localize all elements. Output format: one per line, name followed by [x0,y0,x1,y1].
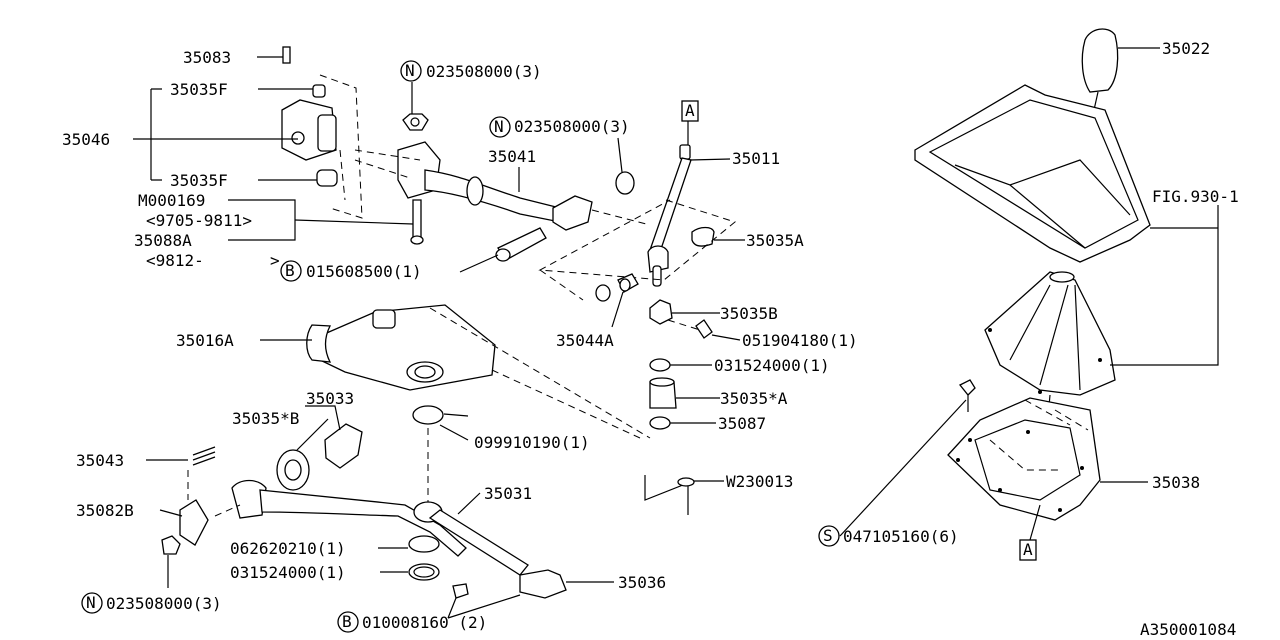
shift-lever-35011 [538,144,737,302]
label-n-023508000-top: 023508000(3) [426,62,542,81]
label-35088A: 35088A [134,231,192,250]
label-n-023508000-bottom: 023508000(3) [106,594,222,613]
label-35033: 35033 [306,389,354,408]
symbol-S: S [818,525,840,547]
w230013-symbol [644,475,695,515]
ref-letter-a: A [685,101,695,120]
label-35035F-top: 35035F [170,80,228,99]
leader-lines [133,47,1219,619]
label-35038: 35038 [1152,473,1200,492]
bracket-assembly-35046 [281,46,363,219]
label-35082B: 35082B [76,501,134,520]
symbol-N-bottom: N [81,592,103,614]
label-35031: 35031 [484,484,532,503]
label-b-010008160: 010008160 (2) [362,613,487,632]
label-35035-star-B: 35035*B [232,409,299,428]
s-symbol-letter: S [823,526,833,545]
label-s-047105160: 047105160(6) [843,527,959,546]
label-b-015608500: 015608500(1) [306,262,422,281]
label-35022: 35022 [1162,39,1210,58]
label-35036: 35036 [618,573,666,592]
label-062620210: 062620210(1) [230,539,346,558]
n-symbol-letter: N [86,593,96,612]
gasket-099910190 [412,405,469,425]
symbol-B-top: B [280,260,302,282]
console-trim-fig930 [914,84,1151,263]
label-35041: 35041 [488,147,536,166]
ref-letter-a: A [1023,540,1033,559]
label-35035-star-A: 35035*A [720,389,788,408]
symbol-N-mid: N [489,116,511,138]
label-w230013: W230013 [726,472,793,491]
label-35035B: 35035B [720,304,778,323]
ref-box-A-bottom: A [1019,539,1037,561]
bushing-stack-35035 [649,299,713,430]
label-35035F-bottom: 35035F [170,171,228,190]
label-35016A: 35016A [176,331,234,350]
symbol-B-bottom: B [337,611,359,633]
diagram-id: A350001084 [1140,620,1236,639]
n-symbol-letter: N [405,61,415,80]
n-symbol-letter: N [494,117,504,136]
b-symbol-letter: B [285,261,295,280]
cover-plate-35038 [947,379,1101,521]
label-051904180: 051904180(1) [742,331,858,350]
housing-35016A [306,304,651,439]
b-symbol-letter: B [342,612,352,631]
label-35087: 35087 [718,414,766,433]
label-099910190: 099910190(1) [474,433,590,452]
label-35043: 35043 [76,451,124,470]
label-35044A: 35044A [556,331,614,350]
label-031524000-left: 031524000(1) [230,563,346,582]
label-m000169: M000169 [138,191,205,210]
label-35083: 35083 [183,48,231,67]
label-35046: 35046 [62,130,110,149]
symbol-N-top: N [400,60,422,82]
callout-labels: 35083 35035F 35046 35035F M000169 <9705-… [62,39,1239,639]
cable-assembly-35031 [161,423,567,599]
label-35035A: 35035A [746,231,804,250]
label-range-9705-9811: <9705-9811> [146,211,252,230]
label-n-023508000-mid: 023508000(3) [514,117,630,136]
ref-box-A-top: A [681,100,699,122]
label-range-caret: > [270,251,280,270]
label-fig-930-1: FIG.930-1 [1152,187,1239,206]
label-35011: 35011 [732,149,780,168]
rod-assembly-35041 [354,113,651,262]
label-031524000-right: 031524000(1) [714,356,830,375]
label-range-9812: <9812- [146,251,204,270]
